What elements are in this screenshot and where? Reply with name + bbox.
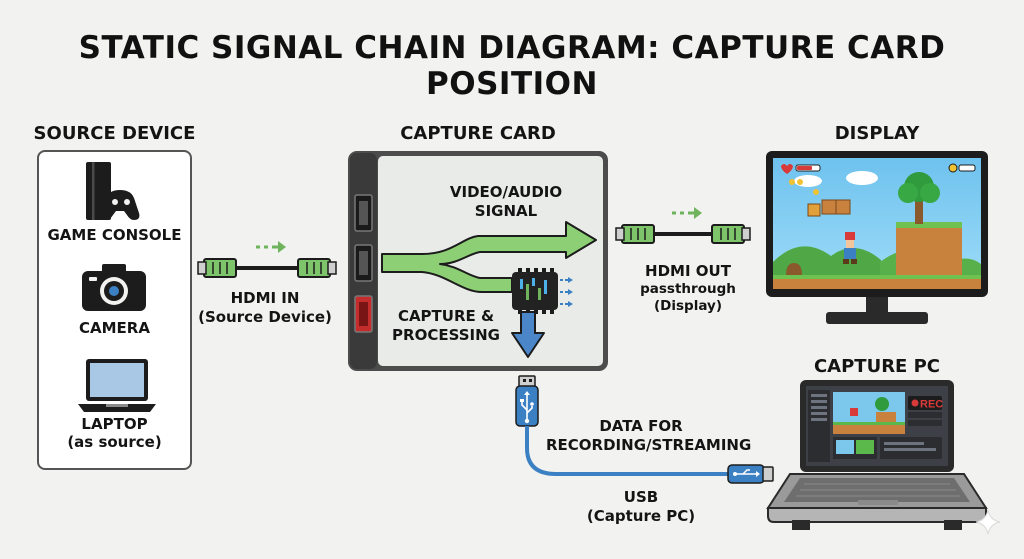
hdmi-in-label: HDMI IN [230,289,300,307]
video-audio-signal-arrow [381,221,597,293]
diagram-title: STATIC SIGNAL CHAIN DIAGRAM: CAPTURE CAR… [78,30,946,102]
game-console-icon [86,162,140,220]
rec-indicator: REC [908,396,943,411]
game-hud-coin-icon [948,163,976,173]
hdmi-in-sub-label: (Source Device) [198,308,332,326]
sparkle-icon [975,509,1001,535]
camera-icon [82,264,146,311]
processing-chip-icon [512,268,558,314]
hdmi-port-input-2 [354,244,373,282]
hdmi-port-passthrough [354,295,373,333]
hdmi-out-sub-label: (Display) [654,298,722,314]
data-label: DATA FOR [599,417,683,435]
capture-pc-heading: CAPTURE PC [813,356,941,377]
camera-label: CAMERA [79,319,150,337]
capture-card-body [348,151,608,371]
usb-plug-end [727,464,774,484]
display-heading: DISPLAY [834,123,920,144]
processing-down-arrow [511,311,545,358]
processing-output-dashes [560,277,573,307]
usb-symbol-icon [520,391,534,424]
hdmi-out-label: HDMI OUT [645,262,731,280]
usb-sub-label: (Capture PC) [586,507,696,525]
hdmi-out-flow-icon [672,207,702,219]
game-console-label: GAME CONSOLE [47,226,182,244]
usb-label: USB [623,488,659,506]
signal-label-line2: SIGNAL [474,202,538,220]
data-label-line2: RECORDING/STREAMING [546,436,752,454]
hdmi-out-cable [615,224,751,244]
usb-cable [525,426,732,476]
signal-label: VIDEO/AUDIO [449,183,563,201]
laptop-icon [78,359,156,412]
hdmi-out-passthrough-label: passthrough [640,281,736,297]
laptop-sub-label: (as source) [67,433,162,451]
hdmi-port-input-1 [354,194,373,232]
game-hud-health-icon [781,164,821,174]
capture-card-heading: CAPTURE CARD [400,123,556,144]
laptop-label: LAPTOP [81,415,148,433]
hdmi-in-flow-icon [256,241,286,253]
source-device-heading: SOURCE DEVICE [33,123,196,144]
game-scene [773,171,981,289]
processing-label: CAPTURE & [397,307,495,325]
processing-label-line2: PROCESSING [392,326,500,344]
hdmi-in-cable [197,258,337,278]
rec-label: REC [920,399,943,411]
recording-software-window [808,390,942,462]
